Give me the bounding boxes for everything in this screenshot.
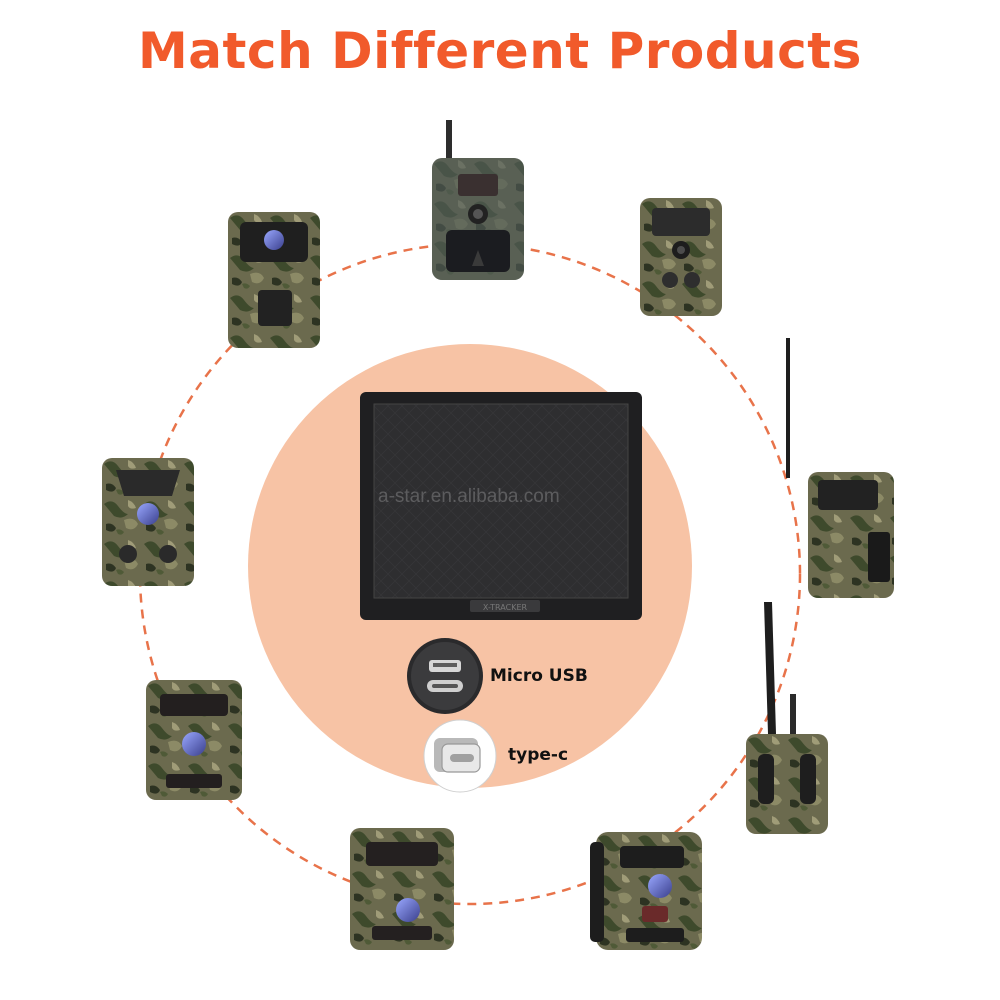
trail-camera-3 (228, 212, 320, 348)
trail-camera-9 (590, 832, 702, 950)
usb-port-icon (407, 638, 483, 714)
trail-camera-1 (432, 120, 524, 280)
panel-imprint: X-TRACKER (483, 603, 528, 612)
type-c-label: type-c (508, 745, 569, 765)
trail-camera-7 (146, 680, 242, 800)
solar-panel: X-TRACKER (360, 392, 642, 620)
micro-usb-label: Micro USB (490, 666, 588, 686)
trail-camera-6 (746, 602, 828, 834)
trail-camera-5 (102, 458, 194, 586)
trail-camera-4 (786, 338, 894, 598)
trail-camera-8 (350, 828, 454, 950)
trail-camera-2 (640, 198, 722, 316)
type-c-connector-icon (423, 719, 497, 793)
page-title: Match Different Products (138, 22, 862, 80)
watermark: a-star.en.alibaba.com (378, 486, 560, 507)
